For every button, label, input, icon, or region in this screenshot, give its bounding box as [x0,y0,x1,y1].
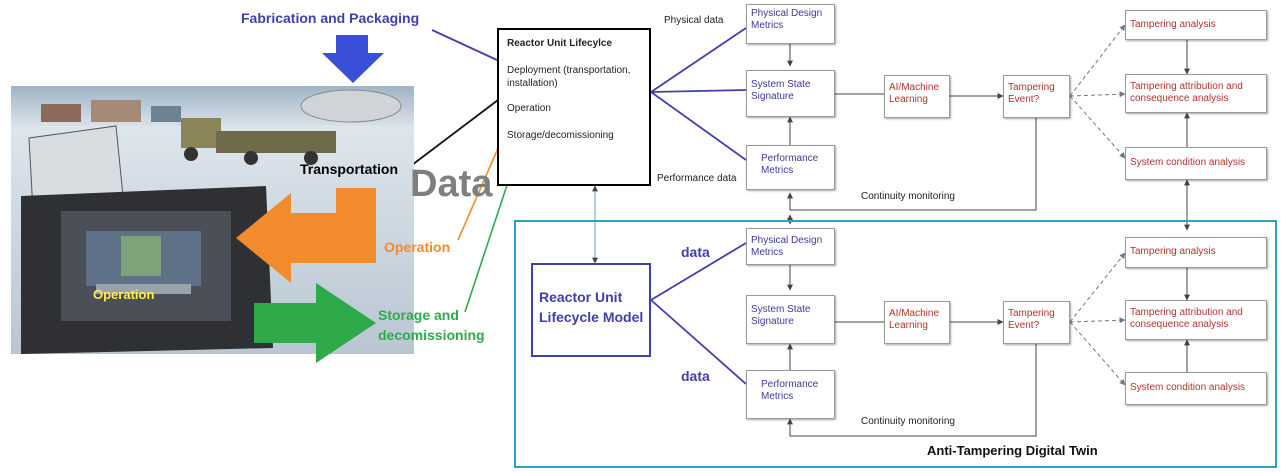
lifecycle-to-physical [650,27,747,93]
twin-system-state-box: System State Signature [746,295,835,344]
storage-right-arrow [254,283,376,363]
physical-data-label: Physical data [664,15,724,26]
lifecycle-item-storage: Storage/decomissioning [507,130,614,141]
operation-image-label: Operation [93,287,155,302]
tampering-event-box: Tampering Event? [1003,75,1070,118]
twin-continuity-monitoring-label: Continuity monitoring [861,416,955,427]
twin-tampering-analysis-box: Tampering analysis [1125,237,1267,268]
twin-tampering-attribution-box: Tampering attribution and consequence an… [1125,300,1267,340]
twin-ai-ml-box: AI/Machine Learning [884,301,950,344]
lifecycle-to-performance [650,91,747,161]
tampering-analysis-box: Tampering analysis [1125,10,1267,40]
tampering-attribution-box: Tampering attribution and consequence an… [1125,74,1267,113]
data-label: Data [410,163,493,205]
performance-metrics-box: Performance Metrics [746,145,835,190]
twin-physical-design-box: Physical Design Metrics [746,228,835,265]
transportation-label: Transportation [300,161,399,177]
fabrication-down-arrow [322,35,384,83]
transportation-connector [407,99,499,169]
model-to-performance [650,299,747,385]
performance-data-label: Performance data [657,173,737,184]
data-bottom-label: data [681,368,710,384]
ai-ml-box: AI/Machine Learning [884,75,950,118]
lifecycle-title: Reactor Unit Lifecylce [507,38,613,49]
system-state-box: System State Signature [746,70,835,117]
reactor-lifecycle-illustration [11,86,414,354]
storage-label-line1: Storage and [378,307,459,323]
twin-tampering-event-box: Tampering Event? [1003,301,1070,344]
model-to-physical [650,242,747,301]
physical-design-box: Physical Design Metrics [746,4,835,44]
twin-system-condition-box: System condition analysis [1125,372,1267,405]
twin-performance-metrics-box: Performance Metrics [746,370,835,419]
lifecycle-item-deployment: Deployment (transportation, installation… [507,65,631,89]
lifecycle-item-operation: Operation [507,103,551,114]
lifecycle-to-state [650,89,747,93]
lifecycle-box: Reactor Unit Lifecylce Deployment (trans… [497,28,651,186]
operation-arrow-label: Operation [384,239,451,255]
storage-label: Storage and decomissioning [378,305,485,345]
operation-left-arrow [236,188,376,283]
data-top-label: data [681,244,710,260]
digital-twin-title: Anti-Tampering Digital Twin [927,443,1098,458]
storage-label-line2: decomissioning [378,327,485,343]
fabrication-label: Fabrication and Packaging [241,10,420,26]
continuity-monitoring-label: Continuity monitoring [861,191,955,202]
system-condition-box: System condition analysis [1125,147,1267,180]
lifecycle-model-box: Reactor Unit Lifecycle Model [531,263,651,357]
fabrication-connector [431,29,498,61]
digital-twin-frame [514,220,1277,468]
